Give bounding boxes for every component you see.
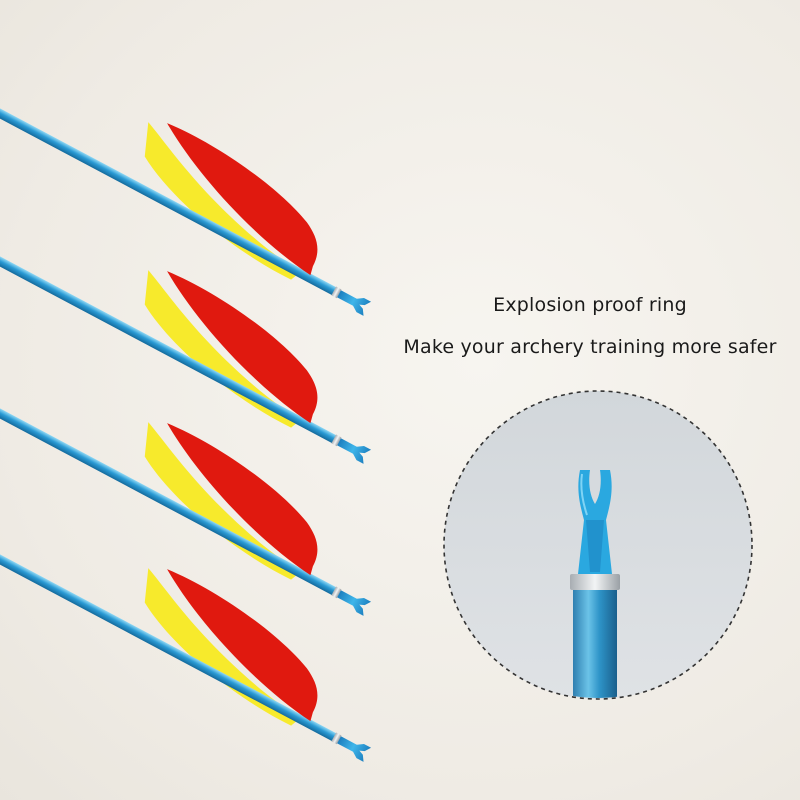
caption-subtitle: Make your archery training more safer [403,336,777,358]
caption-title: Explosion proof ring [493,294,687,316]
arrow-1 [0,17,401,318]
zoom-callout [443,390,753,700]
